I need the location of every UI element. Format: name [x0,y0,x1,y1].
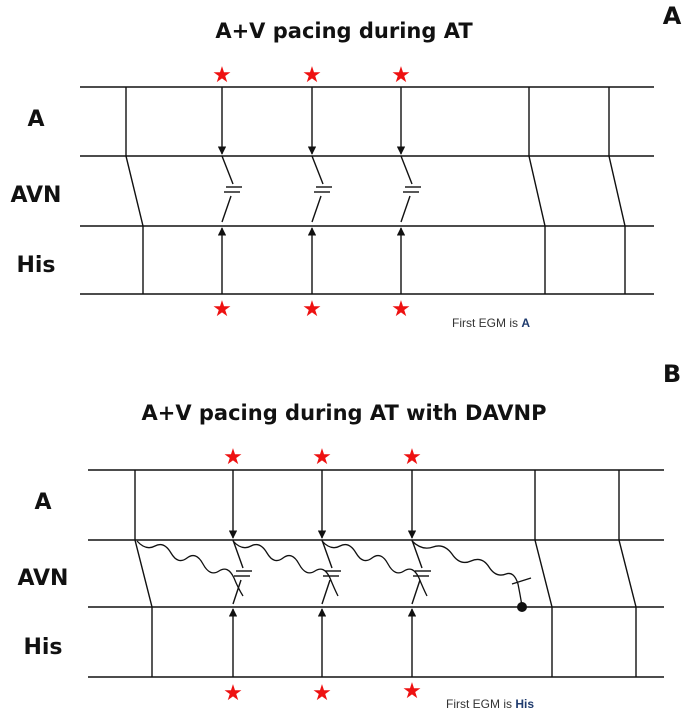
panel-b-atrial-pacing-star-icon: ★ [312,445,332,470]
panel-b-retrograde-segment [232,579,242,605]
panel-b-anterograde-segment [232,539,244,569]
panel-b-at-beat-3 [618,470,637,677]
panel-a-at-beat-2 [528,87,546,294]
panel-a-paced-beat-3 [396,87,421,294]
panel-a-row-label-avn: AVN [11,183,62,208]
panel-a-anterograde-segment [311,155,324,185]
panel-a-retrograde-segment [311,195,322,223]
panel-a-retrograde-segment [400,195,411,223]
panel-b-at-beat-1 [134,470,153,677]
panel-a-title: A+V pacing during AT [215,19,473,43]
panel-a-ventricular-pacing-star-icon: ★ [391,297,411,322]
panel-b-ventricular-pacing-star-icon: ★ [402,679,422,704]
panel-b-row-label-avn: AVN [18,566,69,591]
panel-b-letter: B [663,360,681,388]
panel-a-paced-beat-1 [217,87,242,294]
panel-a-ventricular-pacing-star-icon: ★ [212,297,232,322]
panel-a-at-beat-1 [125,87,144,294]
panel-b-row-label-a: A [34,490,51,515]
panel-b-slow-pathway-3 [321,540,428,597]
panel-b-slow-pathway-4 [411,540,523,607]
panel-b-his-activation-dot [517,602,527,612]
panel-b-ventricular-pacing-star-icon: ★ [223,681,243,706]
panel-b-retrograde-segment [321,579,331,605]
panel-b: B A+V pacing during AT with DAVNP A AVN … [18,360,682,711]
panel-b-paced-beat-2 [317,470,341,677]
panel-b-anterograde-segment [321,539,333,569]
panel-b-ventricular-pacing-star-icon: ★ [312,681,332,706]
panel-a-row-label-a: A [27,107,44,132]
panel-a-retrograde-segment [221,195,232,223]
panel-b-at-beat-2 [534,470,553,677]
panel-b-atrial-pacing-star-icon: ★ [223,445,243,470]
panel-b-block-mark [511,577,532,585]
panel-b-paced-beat-3 [407,470,431,677]
panel-b-title: A+V pacing during AT with DAVNP [141,401,546,425]
panel-a-atrial-pacing-star-icon: ★ [391,63,411,88]
panel-b-paced-beat-1 [228,470,252,677]
panel-a: A+V pacing during AT A A AVN His [11,2,682,330]
panel-b-slow-pathway-2 [232,540,339,597]
panel-b-first-egm-note: First EGM is His [446,697,534,711]
panel-b-anterograde-segment [411,539,423,569]
panel-a-anterograde-segment [400,155,413,185]
panel-b-row-label-his: His [23,635,62,660]
panel-b-slow-pathway-1 [136,540,244,597]
panel-a-row-label-his: His [16,253,55,278]
panel-a-ventricular-pacing-star-icon: ★ [302,297,322,322]
panel-a-at-beat-3 [608,87,626,294]
panel-a-first-egm-note: First EGM is A [452,316,530,330]
panel-a-atrial-pacing-star-icon: ★ [302,63,322,88]
panel-b-atrial-pacing-star-icon: ★ [402,445,422,470]
panel-a-letter: A [663,2,682,30]
panel-a-paced-beat-2 [307,87,332,294]
panel-a-atrial-pacing-star-icon: ★ [212,63,232,88]
panel-a-anterograde-segment [221,155,234,185]
panel-b-retrograde-segment [411,579,421,605]
